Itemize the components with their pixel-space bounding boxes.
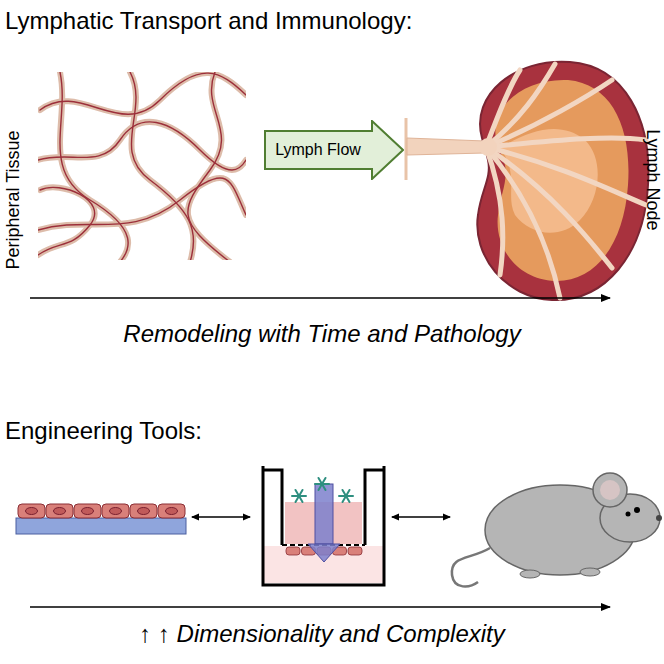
transwell (263, 466, 384, 585)
axis-label: ↑ ↑ Dimensionality and Complexity (139, 621, 504, 647)
side-label: Peripheral Tissue (4, 130, 24, 269)
cell-monolayer (16, 504, 186, 534)
side-label: Lymph Node (642, 129, 662, 230)
section-heading: Lymphatic Transport and Immunology: (5, 8, 412, 34)
section-heading: Engineering Tools: (5, 418, 202, 444)
timeline-arrow (30, 606, 610, 608)
double-arrow (392, 516, 450, 518)
lymphatic-vessels (38, 72, 246, 260)
timeline-arrow (30, 297, 610, 299)
axis-label: Remodeling with Time and Pathology (123, 321, 520, 347)
afferent-vessel (406, 118, 485, 180)
flow-arrow: Lymph Flow (264, 120, 404, 180)
arrow-label: Lymph Flow (275, 141, 361, 159)
mouse (452, 473, 662, 586)
lymph-node (477, 62, 648, 300)
double-arrow (192, 516, 250, 518)
